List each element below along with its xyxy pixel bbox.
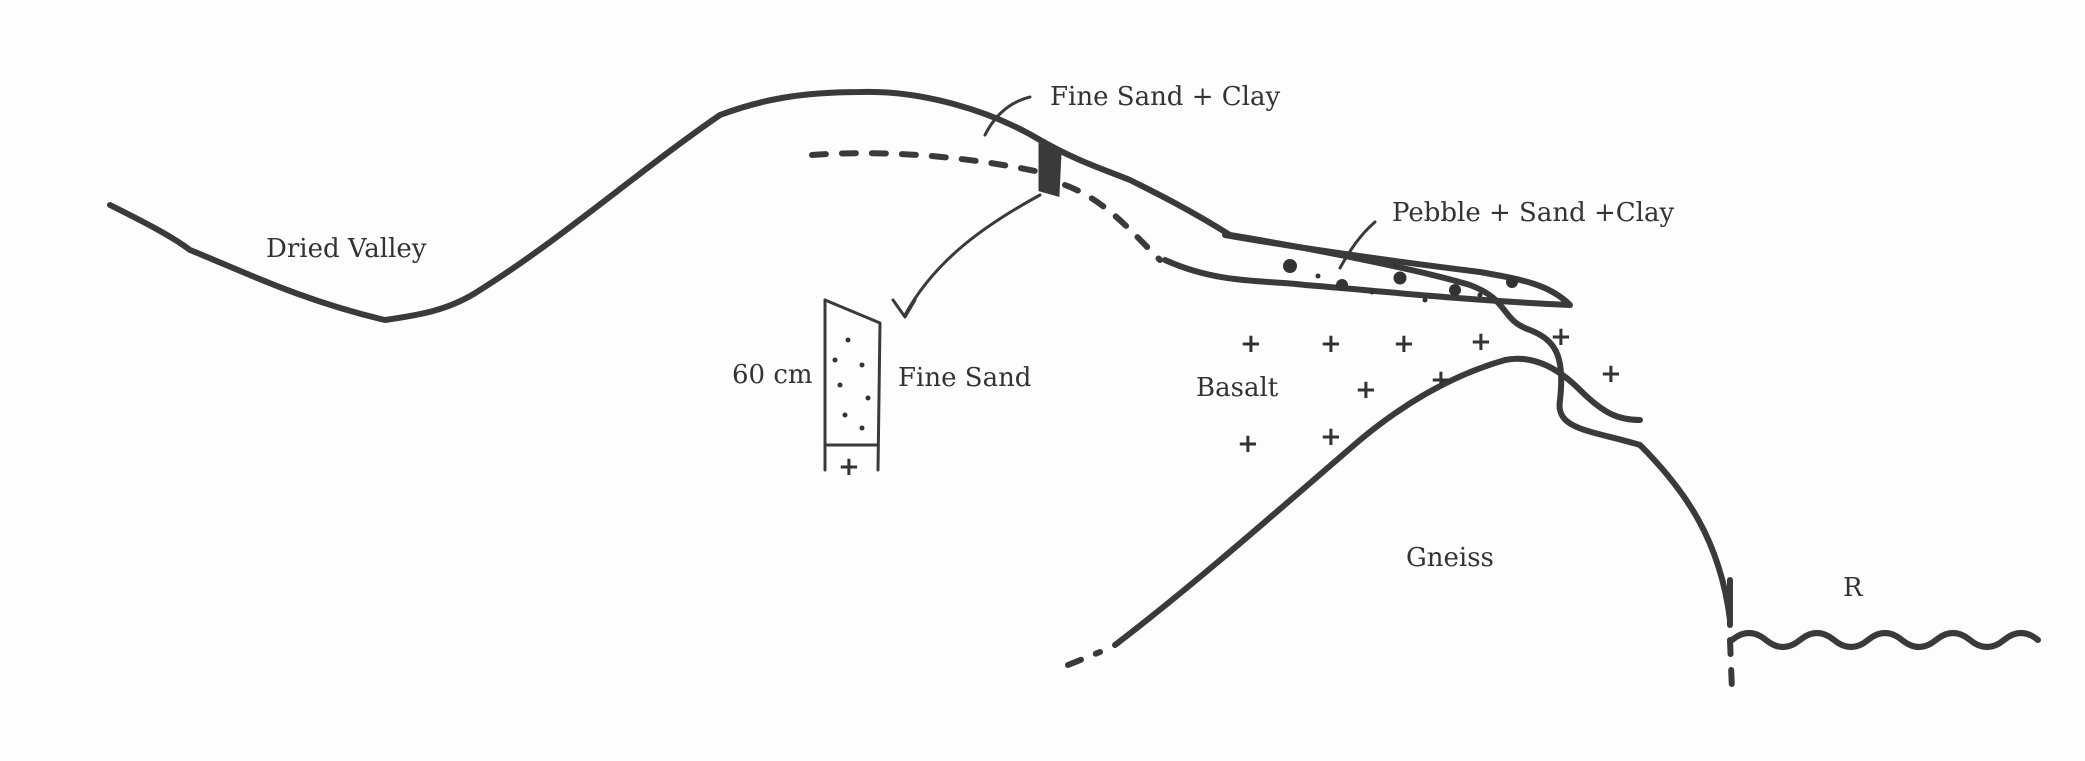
fine-sand-clay-leader bbox=[983, 95, 1032, 137]
buried-surface-dashed-left bbox=[809, 150, 1043, 175]
basalt-mark: + bbox=[1237, 429, 1259, 459]
river-bank-dashed bbox=[1727, 637, 1735, 693]
pebble-dots bbox=[1283, 259, 1518, 303]
pebble bbox=[1477, 292, 1483, 298]
ground-surface-line bbox=[107, 88, 1733, 623]
label-gneiss: Gneiss bbox=[1406, 543, 1494, 573]
pebble-layer-outline bbox=[1162, 232, 1573, 308]
pebble bbox=[1369, 289, 1375, 295]
pebble bbox=[1336, 279, 1348, 291]
sand-grain bbox=[865, 395, 871, 401]
basalt-mark: + bbox=[1320, 422, 1342, 452]
basalt-mark: + bbox=[1355, 375, 1377, 405]
sand-grain bbox=[832, 357, 838, 363]
pebble bbox=[1283, 259, 1297, 273]
pebble-leader bbox=[1338, 220, 1377, 270]
deposit-arrow-head bbox=[891, 298, 917, 319]
pebble bbox=[1393, 271, 1407, 285]
deposit-arrow-line bbox=[903, 193, 1042, 317]
basalt-mark: + bbox=[1430, 365, 1452, 395]
river-water-surface bbox=[1729, 630, 2041, 650]
pebble bbox=[1449, 284, 1461, 296]
fine-sand-clay-deposit bbox=[1038, 142, 1062, 197]
basalt-mark: + bbox=[1320, 329, 1342, 359]
sand-grain bbox=[845, 337, 851, 343]
basalt-mark: + bbox=[1393, 329, 1415, 359]
pebble bbox=[1422, 297, 1428, 303]
basalt-mark: + bbox=[1550, 322, 1572, 352]
gneiss-boundary-dashed bbox=[1065, 649, 1103, 668]
pebble bbox=[1315, 273, 1321, 279]
label-depth: 60 cm bbox=[732, 360, 813, 390]
pebble bbox=[1506, 276, 1518, 288]
sand-grain bbox=[842, 412, 848, 418]
basalt-mark: + bbox=[1600, 359, 1622, 389]
label-river: R bbox=[1843, 573, 1864, 603]
buried-surface-dashed-right bbox=[1062, 182, 1163, 263]
sand-grain bbox=[837, 382, 843, 388]
sand-grain bbox=[859, 362, 865, 368]
label-basalt: Basalt bbox=[1196, 373, 1279, 403]
label-dried-valley: Dried Valley bbox=[266, 234, 427, 264]
basalt-mark: + bbox=[1470, 327, 1492, 357]
label-fine-sand: Fine Sand bbox=[898, 363, 1031, 393]
pebble bbox=[1392, 262, 1398, 268]
basalt-markers: + + + + + + + + + + bbox=[1237, 322, 1622, 459]
sand-grain bbox=[859, 425, 865, 431]
basalt-mark: + bbox=[1240, 329, 1262, 359]
label-pebble-sand-clay: Pebble + Sand +Clay bbox=[1392, 198, 1674, 228]
label-fine-sand-clay: Fine Sand + Clay bbox=[1050, 82, 1280, 112]
gneiss-boundary bbox=[1112, 355, 1643, 648]
basalt-mark: + bbox=[838, 452, 860, 482]
sand-column-outline bbox=[823, 298, 882, 472]
fine-sand-column: + bbox=[823, 298, 882, 482]
